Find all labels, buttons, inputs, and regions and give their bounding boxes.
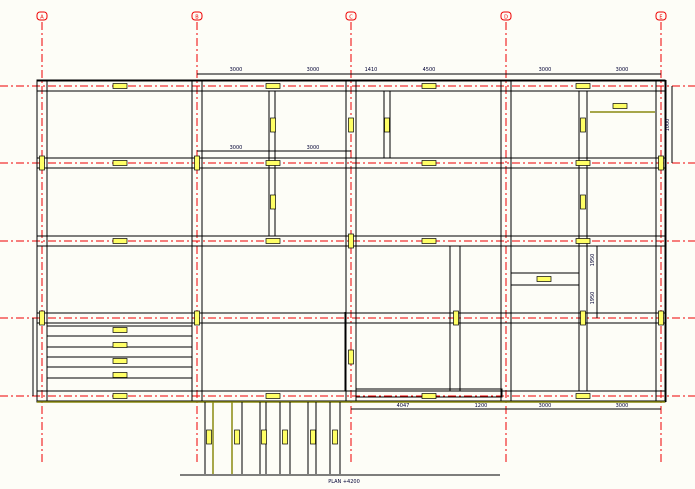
beam-tag [580, 117, 586, 133]
beam-tag [575, 393, 591, 399]
beam-tag [265, 393, 281, 399]
beam-tag [261, 429, 267, 445]
dimension-label: 1200 [475, 403, 488, 409]
beam-tag [453, 310, 459, 326]
beam-tag [270, 117, 276, 133]
dimension-label: 1950 [590, 254, 596, 267]
beam-tag [194, 155, 200, 171]
beam-tag [421, 393, 437, 399]
dimension-label: 3000 [616, 67, 629, 73]
beam-tag [112, 372, 128, 378]
dimension-label: 3000 [539, 67, 552, 73]
dimension-label: 4500 [423, 67, 436, 73]
grid-label: E [659, 15, 662, 21]
grid-bubble [345, 11, 357, 21]
beam-tag [384, 117, 390, 133]
grid-label: D [504, 15, 508, 21]
beam-tag [658, 155, 664, 171]
beam-tag [282, 429, 288, 445]
beam-tag [194, 310, 200, 326]
beam-tag [112, 238, 128, 244]
dimension-label: 1950 [590, 292, 596, 305]
beam-tag [575, 83, 591, 89]
grid-bubble [36, 11, 48, 21]
beam-tag [112, 393, 128, 399]
beam-tag [112, 83, 128, 89]
beam-tag [348, 233, 354, 249]
grid-bubble [500, 11, 512, 21]
beam-tag [112, 327, 128, 333]
beam-tag [39, 155, 45, 171]
beam-tag [421, 238, 437, 244]
beam-tag [39, 310, 45, 326]
dimension-label: 3000 [539, 403, 552, 409]
beam-tag [536, 276, 552, 282]
beam-tag [421, 160, 437, 166]
dimension-lines: 3000 3000 1410 4500 3000 3000 3000 3000 4047 1200… [32, 67, 673, 410]
dimension-label: 3000 [230, 67, 243, 73]
beam-tag [332, 429, 338, 445]
grid-label: A [40, 15, 44, 21]
beam-tag [206, 429, 212, 445]
grid-bubble [655, 11, 667, 21]
beam-tag [270, 194, 276, 210]
beam-tag [575, 238, 591, 244]
beam-tag [265, 160, 281, 166]
dimension-label: 3000 [307, 67, 320, 73]
beam-tag [575, 160, 591, 166]
dimension-label: 3000 [230, 145, 243, 151]
beam-tag [265, 238, 281, 244]
beam-tag [112, 160, 128, 166]
beam-tag [658, 310, 664, 326]
dimension-label: 1000 [665, 119, 671, 132]
grid-label: B [195, 15, 199, 21]
beam-tags [39, 83, 664, 445]
dimension-label: 3000 [307, 145, 320, 151]
beam-tag [112, 358, 128, 364]
grid-bubble [191, 11, 203, 21]
dimension-label: 1410 [365, 67, 378, 73]
dimension-label: 3000 [616, 403, 629, 409]
beam-tag [112, 342, 128, 348]
grid-label: C [349, 15, 353, 21]
beam-tag [612, 103, 628, 109]
beam-tag [580, 310, 586, 326]
plan-title: PLAN +4200 [328, 479, 360, 485]
beam-tag [348, 349, 354, 365]
beam-tag [310, 429, 316, 445]
beam-tag [580, 194, 586, 210]
beam-tag [234, 429, 240, 445]
beam-tag [348, 117, 354, 133]
beam-tag [421, 83, 437, 89]
beam-tag [265, 83, 281, 89]
dimension-label: 4047 [397, 403, 410, 409]
